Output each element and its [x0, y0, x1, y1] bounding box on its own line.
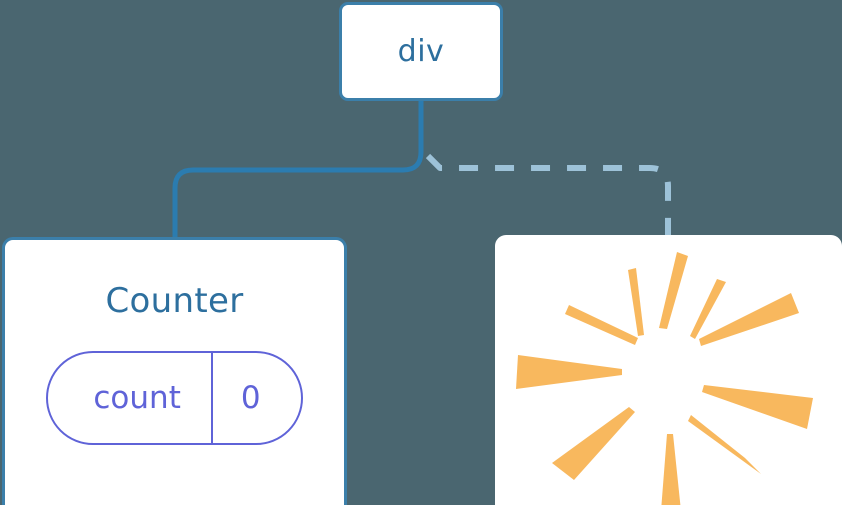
burst-ray-nne: [690, 279, 726, 339]
burst-icon: [516, 252, 813, 505]
burst-ray-nw: [565, 305, 638, 345]
burst-ray-sw: [552, 407, 635, 480]
edge-div-to-counter: [172, 100, 424, 240]
burst-ray-e: [702, 385, 813, 429]
state-key-label: count: [93, 379, 181, 416]
state-value-label: 0: [240, 379, 261, 416]
node-rerender[interactable]: [495, 235, 842, 505]
burst-ray-n: [659, 252, 688, 329]
burst-ray-w: [516, 355, 622, 389]
node-div-label: div: [397, 33, 445, 69]
state-pill[interactable]: count 0: [46, 351, 303, 445]
burst-ray-nnw: [628, 268, 644, 336]
state-pill-divider: [210, 353, 213, 443]
burst-ray-sse: [688, 415, 761, 474]
node-counter-title: Counter: [105, 281, 244, 321]
node-div[interactable]: div: [339, 2, 503, 101]
burst-ray-ne: [699, 293, 799, 346]
edge-div-to-rerender: [425, 153, 671, 238]
burst-ray-s: [661, 434, 681, 505]
node-counter[interactable]: Counter count 0: [2, 237, 347, 505]
